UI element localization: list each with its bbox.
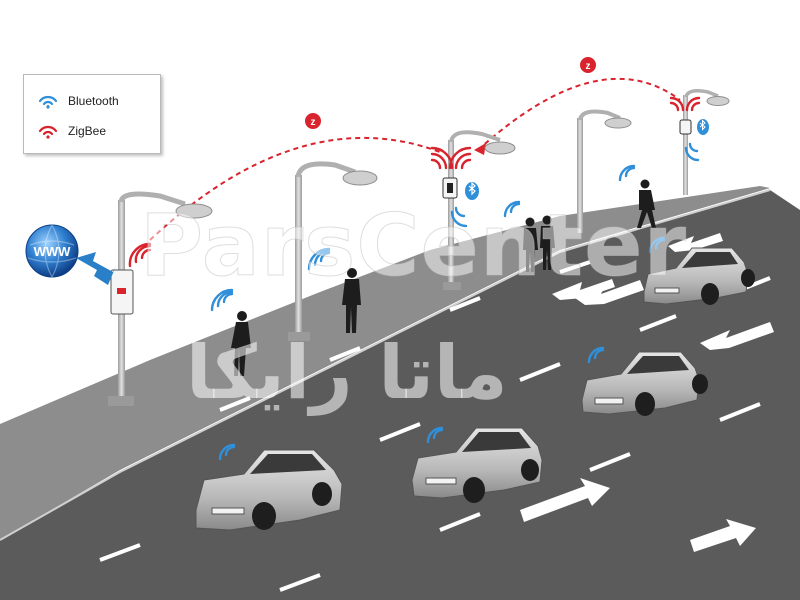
zigbee-links: [149, 77, 681, 241]
www-globe-icon: WWW: [25, 224, 79, 278]
road-arrow: [700, 322, 774, 350]
street-lamp-1: [108, 191, 213, 406]
legend-item-zigbee: ZigBee: [36, 121, 106, 141]
car: [581, 351, 708, 416]
road-arrow: [668, 233, 723, 252]
street-lamp-4: [577, 109, 632, 233]
bluetooth-badge: [465, 181, 479, 200]
car: [411, 427, 543, 503]
legend-item-bluetooth: Bluetooth: [36, 91, 119, 111]
sidewalk: [0, 186, 770, 540]
car: [643, 247, 755, 305]
bluetooth-badge: [697, 119, 709, 135]
zigbee-badge: z: [580, 57, 596, 73]
zigbee-waves-icon: [38, 125, 58, 139]
svg-text:z: z: [586, 61, 591, 72]
street-lamp-2: [288, 161, 378, 341]
pedestrian: [540, 215, 555, 270]
zigbee-link: [477, 77, 681, 151]
bluetooth-waves: [210, 142, 700, 461]
bluetooth-waves-icon: [38, 95, 58, 109]
upload-arrow: [76, 252, 116, 285]
www-label: WWW: [34, 244, 72, 259]
svg-text:z: z: [311, 117, 316, 128]
curb-line: [0, 189, 771, 541]
zigbee-waves: [128, 96, 701, 268]
pedestrian: [637, 179, 656, 228]
sensor-node-box: [679, 119, 692, 135]
road-arrow: [520, 478, 610, 522]
road-arrows: [520, 233, 774, 552]
pedestrian: [523, 217, 538, 272]
legend-label-bluetooth: Bluetooth: [68, 94, 119, 108]
street-lamp-5: [679, 89, 730, 195]
road-arrow: [552, 279, 615, 300]
car: [195, 449, 343, 531]
legend: Bluetooth ZigBee: [23, 74, 161, 154]
legend-label-zigbee: ZigBee: [68, 124, 107, 138]
pedestrians: [231, 179, 656, 376]
zigbee-link: [149, 136, 441, 241]
pedestrian: [342, 268, 361, 333]
zigbee-link-arrowhead: [474, 143, 486, 155]
road-arrow: [575, 280, 644, 305]
pedestrian: [231, 311, 251, 376]
zigbee-badge: z: [305, 113, 321, 129]
road-arrow: [690, 519, 756, 552]
